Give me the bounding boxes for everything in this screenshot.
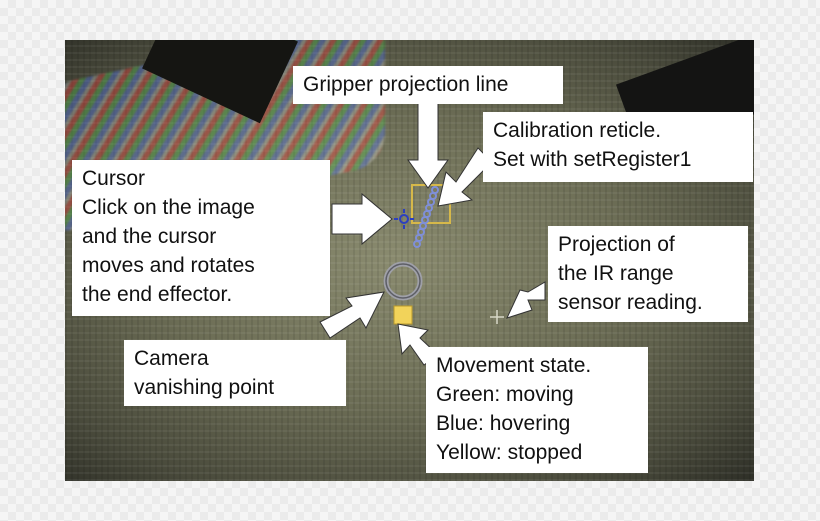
- callout-camera: Camera vanishing point: [124, 340, 346, 406]
- arrow-camera: [319, 291, 385, 339]
- callout-gripper: Gripper projection line: [293, 66, 563, 104]
- arrow-cursor: [331, 192, 393, 246]
- crosshair-cursor-icon[interactable]: [394, 209, 414, 229]
- ring-icon: [383, 261, 423, 301]
- yellow-square-icon: [393, 305, 413, 325]
- callout-arrows: [319, 99, 546, 366]
- callout-cursor: Cursor Click on the image and the cursor…: [72, 160, 330, 316]
- callout-movement: Movement state. Green: moving Blue: hove…: [426, 347, 648, 473]
- arrow-gripper: [407, 99, 449, 189]
- gripper-projection-line: [413, 186, 439, 248]
- plus-marker-icon: [490, 310, 504, 324]
- arrow-ir: [506, 281, 546, 319]
- callout-ir-range: Projection of the IR range sensor readin…: [548, 226, 748, 322]
- callout-calibration: Calibration reticle. Set with setRegiste…: [483, 112, 753, 182]
